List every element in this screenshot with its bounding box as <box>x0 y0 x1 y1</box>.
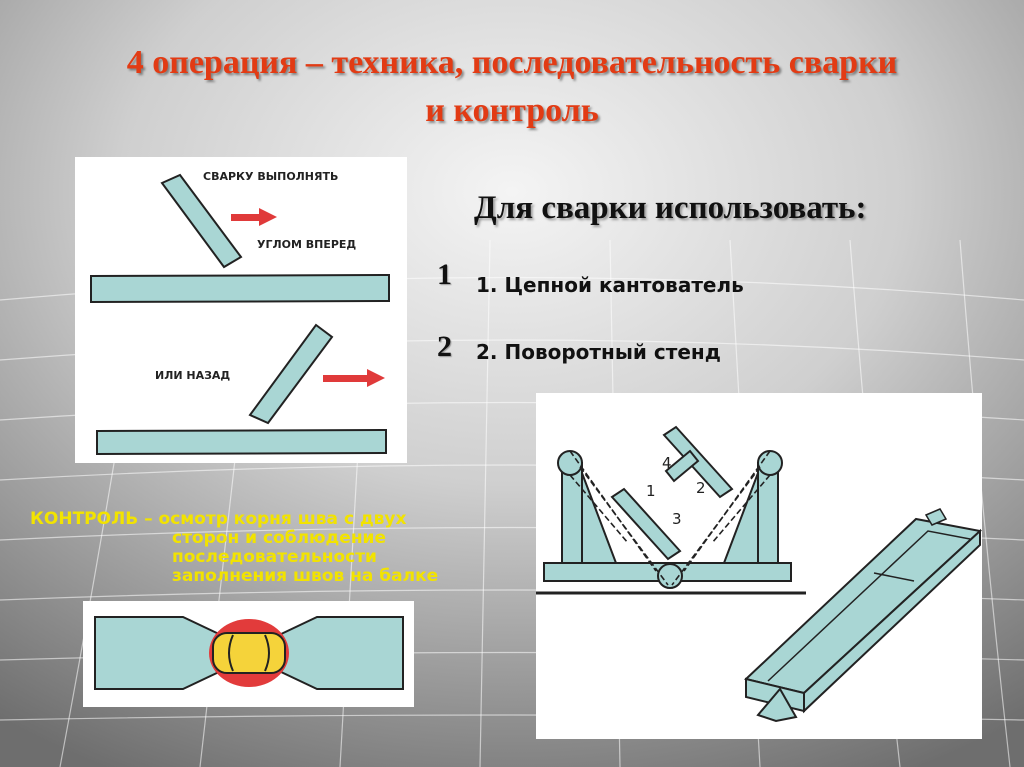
stand-support <box>756 687 798 723</box>
welding-angle-diagram: СВАРКУ ВЫПОЛНЯТЬ УГЛОМ ВПЕРЕД ИЛИ НАЗАД <box>75 157 407 463</box>
diagram-label-top: СВАРКУ ВЫПОЛНЯТЬ <box>203 170 338 183</box>
slide-title-line-1: 4 операция – техника, последовательность… <box>126 44 898 81</box>
seam-label-2: 2 <box>696 479 706 497</box>
control-line-2: сторон и соблюдение <box>172 528 387 548</box>
item-text-2: 2. Поворотный стенд <box>476 340 721 364</box>
electrode-backward <box>248 323 334 425</box>
diagram-label-mid: УГЛОМ ВПЕРЕД <box>257 238 356 251</box>
arrow-right-icon <box>323 369 385 387</box>
beam-flange-bottom <box>610 487 682 561</box>
slide-title-line-2: и контроль <box>425 92 599 129</box>
tilter-stand-diagram: 4 2 1 3 <box>536 393 983 739</box>
arrow-right-icon <box>231 208 277 226</box>
diagram-label-bottom: ИЛИ НАЗАД <box>155 369 230 382</box>
seam-label-3: 3 <box>672 510 682 528</box>
beam-web <box>664 449 700 483</box>
seam-label-1: 1 <box>646 482 656 500</box>
chain <box>569 450 771 586</box>
pulley-bottom <box>657 563 683 589</box>
plate-left <box>94 616 222 690</box>
control-line-1: – осмотр корня шва с двух <box>138 509 407 529</box>
plate-right <box>278 616 404 690</box>
control-description: КОНТРОЛЬ – осмотр корня шва с двух сторо… <box>30 510 500 586</box>
item-marker-2: 2 <box>437 330 452 363</box>
item-text-1: 1. Цепной кантователь <box>476 273 744 297</box>
stand-trough <box>743 517 983 695</box>
plate-top <box>90 273 390 304</box>
control-line-3: последовательности <box>172 547 377 567</box>
weld-seam-diagram <box>83 601 414 707</box>
control-line-4: заполнения швов на балке <box>172 566 439 586</box>
plate-bottom <box>96 428 387 456</box>
seam-label-4: 4 <box>662 454 672 472</box>
weld-bead <box>212 632 286 674</box>
control-keyword: КОНТРОЛЬ <box>30 509 139 529</box>
item-marker-1: 1 <box>437 258 452 291</box>
electrode-forward <box>160 173 243 269</box>
usage-heading: Для сварки использовать: <box>474 190 867 226</box>
